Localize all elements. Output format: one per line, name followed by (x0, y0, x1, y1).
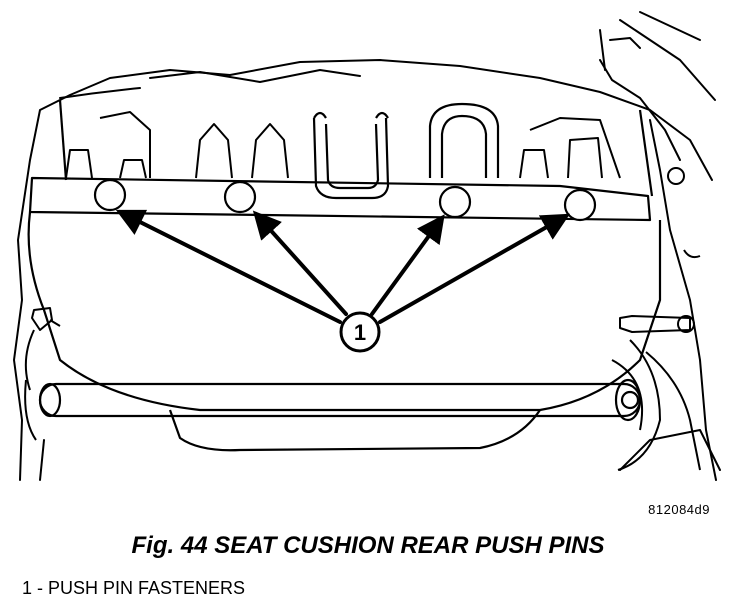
left-hinge-bracket (24, 307, 61, 441)
u-bracket-left (312, 111, 390, 200)
background-frame-lines (13, 11, 721, 481)
leader-arrow (252, 210, 348, 316)
seat-cushion-illustration: 1 (13, 11, 721, 481)
push-pin-fastener (93, 178, 127, 212)
leader-arrow (115, 209, 342, 324)
push-pin-fastener (438, 185, 472, 219)
frame-tabs (65, 111, 621, 179)
cushion-panel-body (27, 99, 662, 452)
u-bracket-right (428, 102, 500, 178)
leader-arrows (115, 209, 571, 324)
push-pin-fastener (563, 188, 597, 222)
legend: 1 - PUSH PIN FASTENERS (22, 578, 245, 599)
figure-caption: Fig. 44 SEAT CUSHION REAR PUSH PINS (131, 532, 605, 559)
legend-separator: - (32, 578, 49, 598)
right-hinge-bracket (611, 167, 701, 471)
legend-text: PUSH PIN FASTENERS (48, 578, 246, 598)
legend-item: 1 - PUSH PIN FASTENERS (22, 578, 245, 599)
leader-arrow (378, 213, 571, 324)
leader-arrow (370, 214, 445, 316)
legend-number: 1 (22, 578, 33, 598)
push-pin-fasteners (93, 178, 597, 222)
callout-1: 1 (339, 311, 381, 353)
rear-support-rod (38, 378, 642, 422)
figure-code: 812084d9 (648, 502, 710, 517)
push-pin-fastener (223, 180, 257, 214)
callout-number: 1 (354, 320, 366, 345)
